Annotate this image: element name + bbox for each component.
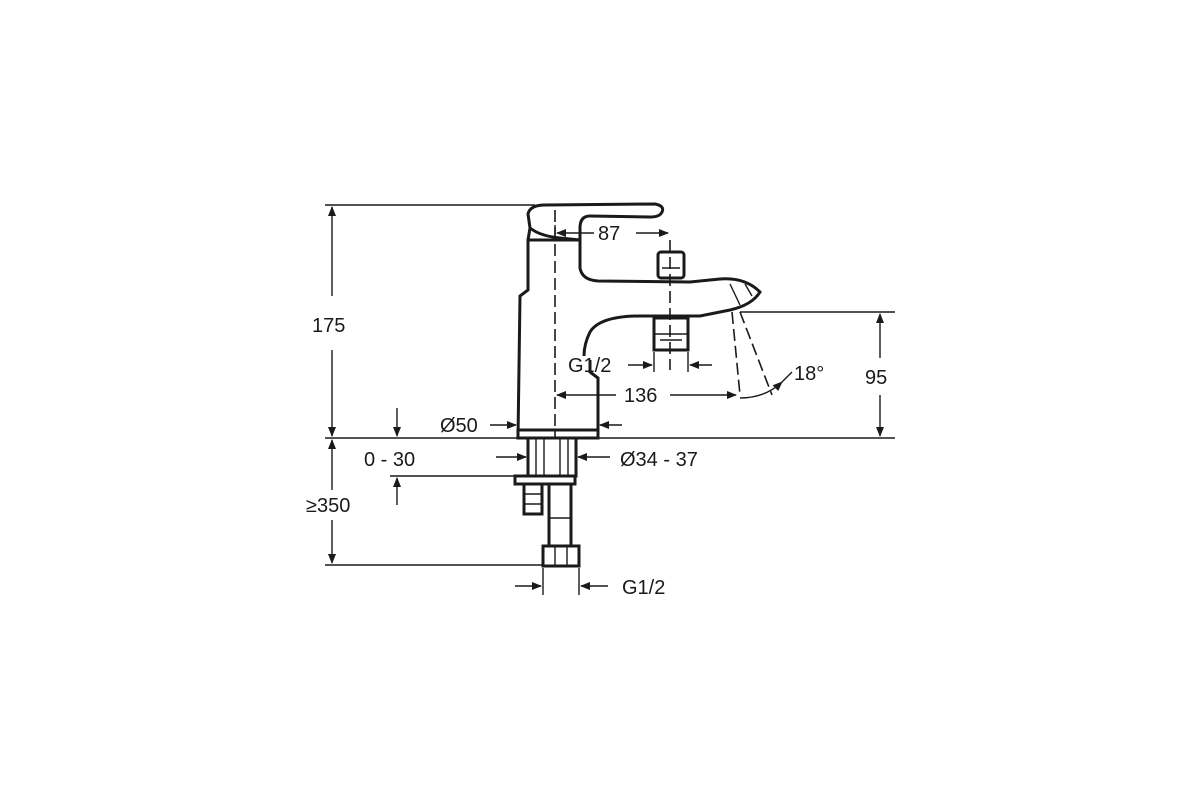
- diverter-knob: [656, 250, 686, 280]
- faucet-body: [516, 202, 762, 440]
- height-total-label: 175: [312, 315, 345, 337]
- under-deck-fittings: [513, 436, 581, 568]
- handle-reach-label: 87: [598, 223, 620, 245]
- hole-diameter-label: Ø34 - 37: [620, 449, 698, 471]
- fixing-washer: [513, 474, 577, 486]
- extension-lines: [325, 204, 895, 566]
- hose-length-label: ≥350: [306, 495, 350, 517]
- inlet-thread-label: G1/2: [622, 577, 665, 599]
- deck-thickness-label: 0 - 30: [364, 449, 415, 471]
- hex-nut: [541, 544, 581, 568]
- spout-reach-label: 136: [624, 385, 657, 407]
- faucet-column: [516, 227, 600, 440]
- center-lines: [554, 210, 773, 470]
- swivel-angle-label: 18°: [794, 363, 824, 385]
- dimension-lines: [328, 206, 884, 595]
- supply-hose: [547, 482, 573, 548]
- lever-handle: [526, 202, 665, 242]
- base-diameter-label: Ø50: [440, 415, 478, 437]
- diverter-thread-label: G1/2: [568, 355, 611, 377]
- spout-height-label: 95: [865, 367, 887, 389]
